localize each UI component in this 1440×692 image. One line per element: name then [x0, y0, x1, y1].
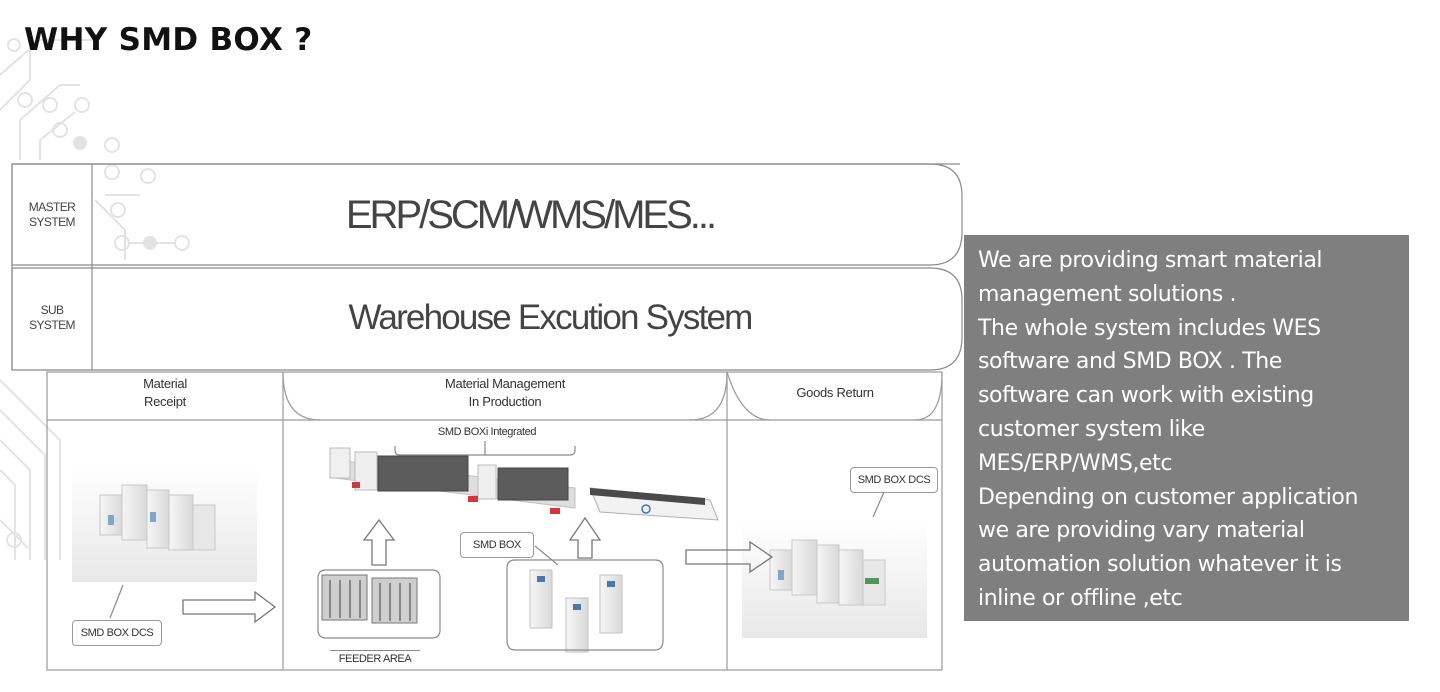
stage-material-receipt: Material Receipt — [143, 376, 187, 409]
callout-smd-box-dcs-left: SMD BOX DCS — [72, 620, 162, 646]
callout-smd-box: SMD BOX — [460, 532, 534, 558]
feeder-carts-icon — [321, 574, 418, 624]
master-layer-shape — [11, 163, 963, 266]
sub-system-label: SUB SYSTEM — [29, 303, 75, 332]
info-line: software and SMD BOX . The — [978, 349, 1282, 375]
smd-box-dcs-storage-right-icon — [742, 518, 927, 638]
info-line: we are providing vary material — [978, 518, 1305, 544]
page-title: WHY SMD BOX ? — [24, 22, 313, 58]
sub-layer-shape — [11, 267, 963, 371]
sub-system-content: Warehouse Excution System — [348, 298, 753, 337]
stage-material-in-production: Material Management In Production — [444, 376, 566, 409]
master-system-label: MASTER SYSTEM — [28, 200, 76, 229]
smt-production-line-icon — [329, 447, 719, 521]
info-line: management solutions . — [978, 281, 1237, 307]
equipment-illustrations — [72, 441, 927, 653]
hollow-arrow-icon — [182, 516, 774, 624]
info-line: MES/ERP/WMS,etc — [978, 450, 1173, 476]
callout-feeder-area: FEEDER AREA — [330, 650, 420, 667]
info-line: We are providing smart material — [978, 248, 1323, 273]
info-line: inline or offline ,etc — [978, 585, 1183, 611]
info-line: Depending on customer application — [978, 484, 1359, 510]
info-line: The whole system includes WES — [978, 315, 1321, 341]
system-layers-frame — [11, 163, 963, 371]
info-line: customer system like — [978, 416, 1205, 442]
info-panel: We are providing smart material manageme… — [964, 235, 1409, 621]
info-line: automation solution whatever it is — [978, 552, 1342, 578]
feeder-area-enclosure — [317, 569, 441, 639]
stage-goods-return: Goods Return — [796, 385, 874, 400]
smd-box-dcs-storage-left-icon — [72, 462, 257, 582]
process-stages-frame — [46, 371, 943, 671]
smd-box-enclosure — [506, 559, 664, 651]
callout-integrated: SMD BOXi Integrated — [437, 426, 537, 438]
master-system-content: ERP/SCM/WMS/MES... — [345, 193, 717, 237]
callout-smd-box-dcs-right: SMD BOX DCS — [850, 467, 938, 493]
circuit-background-icon — [0, 38, 190, 560]
info-line: software can work with existing — [978, 383, 1314, 409]
smd-box-towers-icon — [529, 569, 623, 653]
